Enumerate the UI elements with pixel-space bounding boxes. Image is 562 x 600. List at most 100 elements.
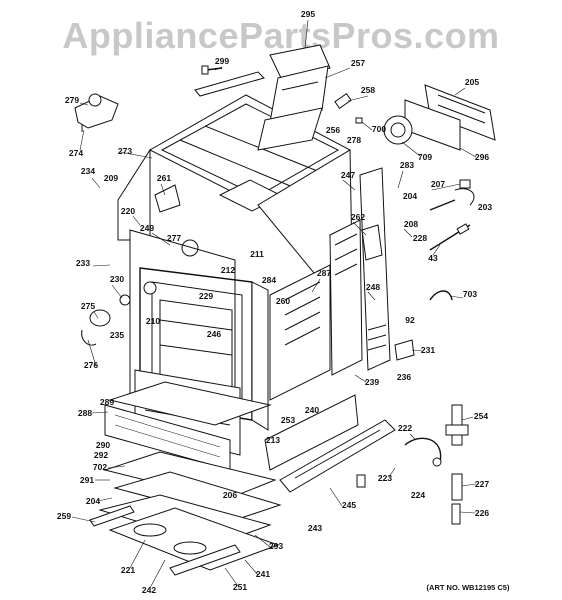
knob-230-drawing <box>119 281 157 306</box>
part-label: 228 <box>413 233 427 243</box>
part-label: 245 <box>342 500 356 510</box>
bracket-205-drawing <box>424 84 496 141</box>
part-label: 233 <box>76 258 90 268</box>
part-label: 227 <box>475 479 489 489</box>
part-label: 287 <box>317 268 331 278</box>
top-left-bracket-drawing <box>194 71 265 97</box>
part-label: 296 <box>475 152 489 162</box>
bracket-703-drawing <box>429 290 453 301</box>
part-label: 299 <box>215 56 229 66</box>
part-label: 241 <box>256 569 270 579</box>
part-label: 279 <box>65 95 79 105</box>
part-label: 249 <box>140 223 154 233</box>
watermark-text: AppliancePartsPros.com <box>62 15 499 56</box>
part-label: 247 <box>341 170 355 180</box>
part-label: 204 <box>86 496 100 506</box>
part-label: 242 <box>142 585 156 595</box>
part-label: 290 <box>96 440 110 450</box>
panel-248-drawing <box>359 167 391 371</box>
part-label: 275 <box>81 301 95 311</box>
part-label: 253 <box>281 415 295 425</box>
part-label: 235 <box>110 330 124 340</box>
part-label: 251 <box>233 582 247 592</box>
igniter-258-drawing <box>334 93 352 109</box>
part-label: 229 <box>199 291 213 301</box>
part-label: 234 <box>81 166 95 176</box>
part-label: 248 <box>366 282 380 292</box>
leader-lines <box>71 19 477 589</box>
hinge-254-drawing <box>445 404 469 446</box>
part-label: 700 <box>372 124 386 134</box>
part-label: 230 <box>110 274 124 284</box>
part-label: 204 <box>403 191 417 201</box>
part-label: 207 <box>431 179 445 189</box>
part-label: 231 <box>421 345 435 355</box>
part-label: 210 <box>146 316 160 326</box>
part-label: 293 <box>269 541 283 551</box>
part-label: 236 <box>397 372 411 382</box>
part-label: 222 <box>398 423 412 433</box>
part-label: 208 <box>404 219 418 229</box>
screw-245-drawing <box>356 474 366 488</box>
part-label: 702 <box>93 462 107 472</box>
part-label: 212 <box>221 265 235 275</box>
part-label: 289 <box>100 397 114 407</box>
part-label: 260 <box>276 296 290 306</box>
part-label: 262 <box>351 212 365 222</box>
part-label: 292 <box>94 450 108 460</box>
panel-240-drawing <box>264 394 359 471</box>
bracket-262-drawing <box>361 224 383 261</box>
burner-277-drawing <box>181 239 199 257</box>
part-label: 221 <box>121 565 135 575</box>
part-label: 291 <box>80 475 94 485</box>
part-label: 709 <box>418 152 432 162</box>
part-label: 256 <box>326 125 340 135</box>
part-label: 213 <box>266 435 280 445</box>
bracket-296-drawing <box>383 99 461 151</box>
part-label: 283 <box>400 160 414 170</box>
oven-cabinet-drawing <box>89 94 363 576</box>
part-label: 220 <box>121 206 135 216</box>
part-label: 206 <box>223 490 237 500</box>
leveler-227-drawing <box>451 473 463 501</box>
part-label: 43 <box>428 253 438 263</box>
part-label: 273 <box>118 146 132 156</box>
part-label: 284 <box>262 275 276 285</box>
part-label: 240 <box>305 405 319 415</box>
clip-231-drawing <box>394 339 415 361</box>
art-number: (ART NO. WB12195 C5) <box>427 583 510 592</box>
part-label: 259 <box>57 511 71 521</box>
part-label: 257 <box>351 58 365 68</box>
part-label: 703 <box>463 289 477 299</box>
part-label: 288 <box>78 408 92 418</box>
part-label: 205 <box>465 77 479 87</box>
part-label: 203 <box>478 202 492 212</box>
part-label: 243 <box>308 523 322 533</box>
rod-43-drawing <box>429 223 471 251</box>
part-label: 209 <box>104 173 118 183</box>
part-label: 211 <box>250 249 264 259</box>
part-label: 224 <box>411 490 425 500</box>
part-label: 278 <box>347 135 361 145</box>
part-label: 274 <box>69 148 83 158</box>
part-label: 239 <box>365 377 379 387</box>
bracket-222-drawing <box>404 437 442 467</box>
part-label: 246 <box>207 329 221 339</box>
part-label: 276 <box>84 360 98 370</box>
screw-299-drawing <box>201 65 223 75</box>
panel-243-drawing <box>279 419 396 493</box>
vent-duct-drawing <box>257 44 331 151</box>
part-label: 92 <box>405 315 415 325</box>
part-label: 277 <box>167 233 181 243</box>
part-label: 223 <box>378 473 392 483</box>
part-label: 254 <box>474 411 488 421</box>
part-label: 258 <box>361 85 375 95</box>
clip-700-drawing <box>355 117 363 124</box>
leveler-226-drawing <box>451 503 461 525</box>
part-label: 261 <box>157 173 171 183</box>
part-label: 226 <box>475 508 489 518</box>
part-labels: 295 299 257 279 258 205 274 700 256 278 … <box>57 9 492 595</box>
part-label: 295 <box>301 9 315 19</box>
shield-261-drawing <box>154 184 181 213</box>
